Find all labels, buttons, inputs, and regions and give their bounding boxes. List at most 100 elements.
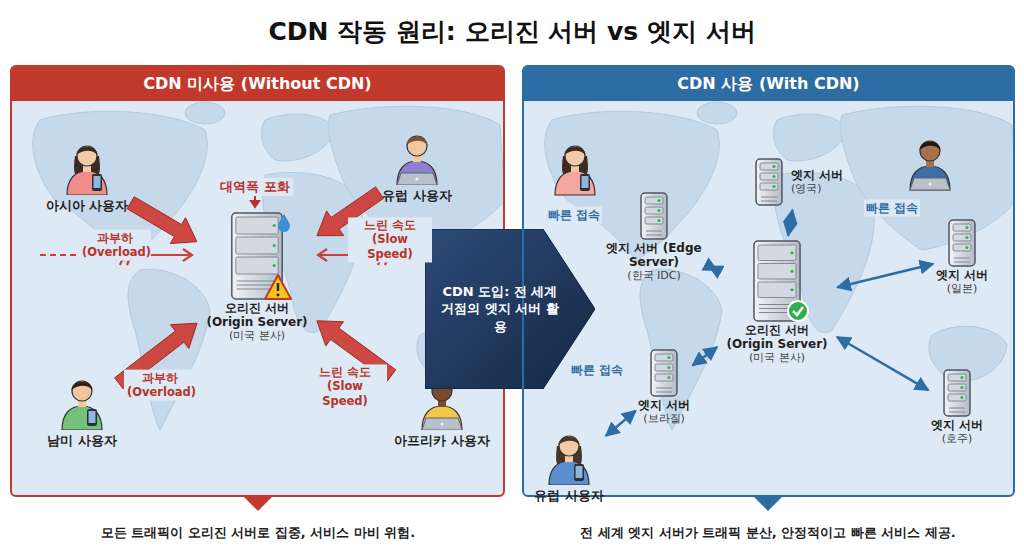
user-icon [62,140,112,195]
user-icon [910,141,950,190]
edge-label: 느린 속도 (Slow Speed) [303,364,387,409]
panel-pointer [244,497,272,511]
decor-part [277,293,280,296]
text-group: 엣지 서버(영국) [791,168,843,197]
text-group: 유럽 사용자 [382,185,452,205]
user-label: 유럽 사용자 [534,487,604,505]
decor-part [440,422,443,425]
decor-part [758,263,796,279]
decor-part [273,263,276,266]
decor-part [77,146,97,166]
decor-part [790,288,793,291]
decor-part [790,251,793,254]
edge-server: 엣지 서버(일본) [936,218,988,297]
label-holder: 느린 속도 (Slow Speed) [348,217,432,262]
server-label: 엣지 서버 [931,418,983,432]
decor-part [575,466,582,478]
edge-server: 엣지 서버 (Edge Server)(한국 IDC) [602,191,707,284]
edge-server: 엣지 서버(호주) [931,368,983,447]
server-label: (미국 본사) [749,351,805,365]
edge-label: 과부하 (Overload) [124,370,196,401]
link-arrow [709,266,717,270]
decor-part [422,406,462,430]
link-arrow [837,337,928,390]
decor-part [656,391,672,392]
decor-part [772,185,775,188]
text-group: 엣지 서버(일본) [936,268,988,297]
decor-part [772,175,775,178]
server-icon [636,191,672,241]
server-label: (미국 본사) [229,329,285,343]
server-icon [939,368,975,418]
text-group: 오리진 서버 (Origin Server)(미국 본사) [200,301,315,344]
arrow-text: CDN 도입: 전 세계 거점의 엣지 서버 활용 [441,283,559,336]
panel-pointer [754,497,782,511]
server-icon [751,157,787,207]
label-holder: 빠른 접속 [546,207,602,224]
decor-part [667,365,670,368]
decor-part [960,395,963,398]
decor-part [965,225,968,228]
server-label: 엣지 서버 [638,398,690,412]
label-holder: 느린 속도 (Slow Speed) [303,364,387,409]
decor-part [237,284,277,285]
decor-part [657,208,660,211]
label-holder: CDN 작동 원리: 오리진 서버 vs 엣지 서버 [268,15,755,48]
decor-part [236,237,278,254]
user-icon [555,146,595,195]
decor-part [760,163,778,170]
edge-server: 엣지 서버(영국) [751,157,843,207]
label-holder: 전 세계 엣지 서버가 트래픽 분산, 안정적이고 빠른 서비스 제공. [580,524,956,542]
decor-part [580,174,590,191]
decor-part [949,220,975,266]
server-icon [222,211,292,301]
decor-part [656,387,672,388]
server-label: (영국) [791,182,822,196]
user-node: 아시아 사용자 [46,140,129,215]
decor-part [758,245,796,261]
decor-part [667,355,670,358]
decor-part [645,217,663,224]
decor-part [790,269,793,272]
decor-part [559,436,579,456]
text-group: 엣지 서버(브라질) [638,398,690,427]
decor-part [772,165,775,168]
decor-part [655,354,673,361]
decor-part [236,257,278,274]
user-node: 유럽 사용자 [534,430,604,505]
server-icon [745,239,809,323]
decor-part [965,235,968,238]
decor-part [415,177,418,180]
decor-part [76,146,97,154]
decor-part [954,257,970,258]
link-arrow [606,411,636,436]
user-icon [57,375,107,430]
decor-part [565,147,586,155]
decor-part [278,214,290,232]
decor-part [948,374,966,381]
server-label: 오리진 서버 (Origin Server) [200,301,315,330]
user-icon [544,430,594,485]
label-holder: 빠른 접속 [864,200,920,217]
decor-part [558,436,579,444]
decor-part [318,249,327,261]
decor-part [251,201,259,207]
user-label: 아프리카 사용자 [394,432,490,450]
decor-part [92,174,102,191]
user-figures [555,141,950,195]
edge-label: 빠른 접속 [568,362,626,379]
server-icon [944,218,980,268]
caption-text: 모든 트래픽이 오리진 서버로 집중, 서비스 마비 위험. [101,524,416,542]
decor-part [87,409,97,426]
decor-part [645,207,663,214]
text-group: 오리진 서버 (Origin Server)(미국 본사) [720,323,835,366]
decor-part [273,243,276,246]
decor-part [928,182,931,185]
decor-part [761,201,777,202]
decor-part [273,223,276,226]
decor-part [183,249,192,261]
text-group: 엣지 서버(호주) [931,418,983,447]
decor-part [565,146,585,166]
caption-text: 전 세계 엣지 서버가 트래픽 분산, 안정적이고 빠른 서비스 제공. [580,524,956,542]
decor-part [793,307,803,315]
